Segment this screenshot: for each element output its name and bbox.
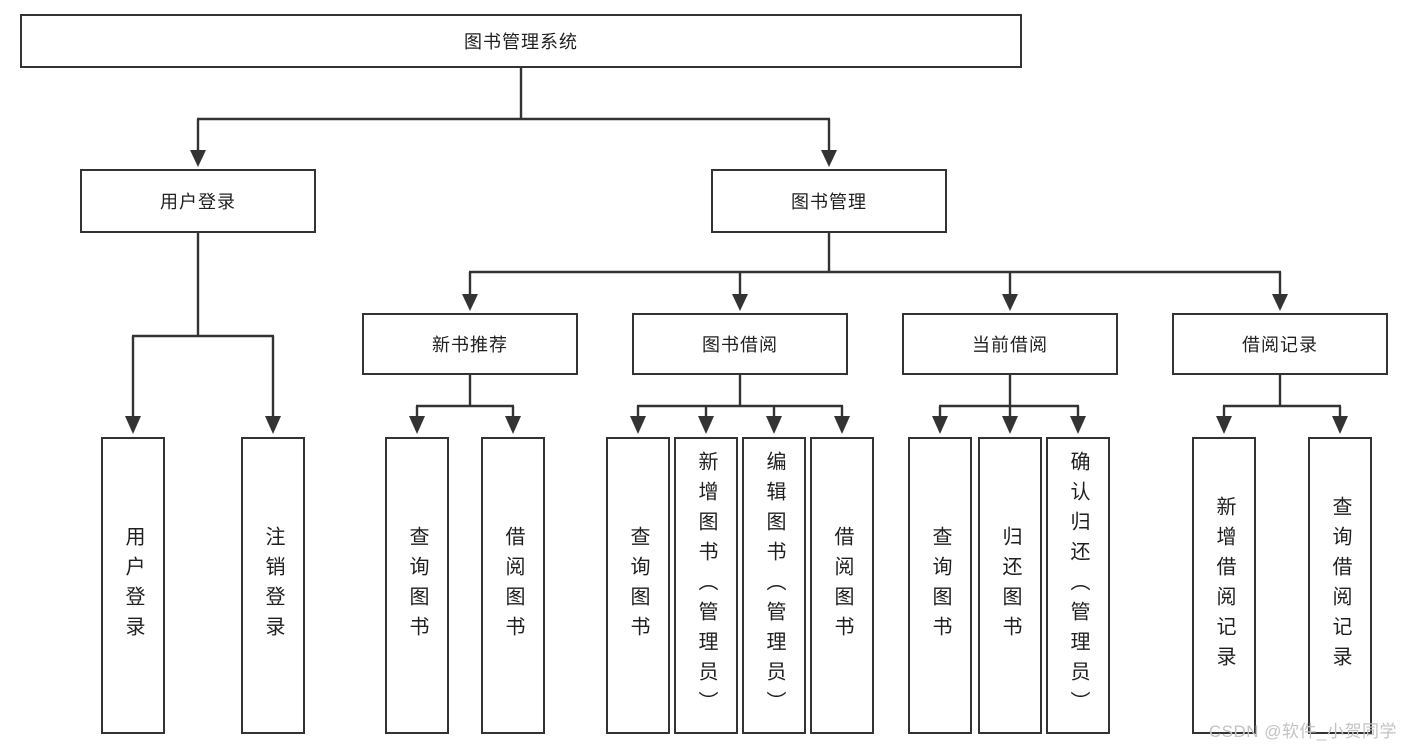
leaf-add-borrow-record: 新增借阅记录 bbox=[1192, 437, 1256, 734]
leaf-add-book-admin: 新增图书（管理员） bbox=[674, 437, 738, 734]
node-book-management: 图书管理 bbox=[711, 169, 947, 233]
leaf-query-books-borrowing-label: 查询图书 bbox=[627, 525, 649, 646]
node-library-system-label: 图书管理系统 bbox=[464, 32, 578, 52]
leaf-edit-book-admin-label: 编辑图书（管理员） bbox=[763, 450, 785, 721]
node-library-system: 图书管理系统 bbox=[20, 14, 1022, 68]
leaf-logout-login: 注销登录 bbox=[241, 437, 305, 734]
leaf-user-login-label: 用户登录 bbox=[122, 525, 144, 646]
node-current-borrowing: 当前借阅 bbox=[902, 313, 1118, 375]
node-new-book-recommendation-label: 新书推荐 bbox=[432, 335, 508, 355]
leaf-return-books: 归还图书 bbox=[978, 437, 1042, 734]
leaf-query-books-recommend: 查询图书 bbox=[385, 437, 449, 734]
leaf-return-books-label: 归还图书 bbox=[999, 525, 1021, 646]
node-book-borrowing: 图书借阅 bbox=[632, 313, 848, 375]
leaf-user-login: 用户登录 bbox=[101, 437, 165, 734]
node-current-borrowing-label: 当前借阅 bbox=[972, 335, 1048, 355]
node-book-management-label: 图书管理 bbox=[791, 192, 867, 212]
leaf-borrow-books-recommend: 借阅图书 bbox=[481, 437, 545, 734]
leaf-borrow-books-borrowing: 借阅图书 bbox=[810, 437, 874, 734]
leaf-add-borrow-record-label: 新增借阅记录 bbox=[1213, 495, 1235, 676]
leaf-confirm-return-admin: 确认归还（管理员） bbox=[1046, 437, 1110, 734]
leaf-query-books-current-label: 查询图书 bbox=[929, 525, 951, 646]
leaf-add-book-admin-label: 新增图书（管理员） bbox=[695, 450, 717, 721]
leaf-query-borrow-record: 查询借阅记录 bbox=[1308, 437, 1372, 734]
leaf-borrow-books-borrowing-label: 借阅图书 bbox=[831, 525, 853, 646]
node-user-login: 用户登录 bbox=[80, 169, 316, 233]
node-borrowing-records: 借阅记录 bbox=[1172, 313, 1388, 375]
node-new-book-recommendation: 新书推荐 bbox=[362, 313, 578, 375]
leaf-edit-book-admin: 编辑图书（管理员） bbox=[742, 437, 806, 734]
leaf-borrow-books-recommend-label: 借阅图书 bbox=[502, 525, 524, 646]
leaf-query-books-recommend-label: 查询图书 bbox=[406, 525, 428, 646]
node-user-login-label: 用户登录 bbox=[160, 192, 236, 212]
csdn-watermark: CSDN @软件_小贺同学 bbox=[1208, 722, 1397, 741]
node-book-borrowing-label: 图书借阅 bbox=[702, 335, 778, 355]
leaf-query-books-current: 查询图书 bbox=[908, 437, 972, 734]
leaf-logout-login-label: 注销登录 bbox=[262, 525, 284, 646]
node-borrowing-records-label: 借阅记录 bbox=[1242, 335, 1318, 355]
leaf-query-books-borrowing: 查询图书 bbox=[606, 437, 670, 734]
leaf-confirm-return-admin-label: 确认归还（管理员） bbox=[1067, 450, 1089, 721]
leaf-query-borrow-record-label: 查询借阅记录 bbox=[1329, 495, 1351, 676]
